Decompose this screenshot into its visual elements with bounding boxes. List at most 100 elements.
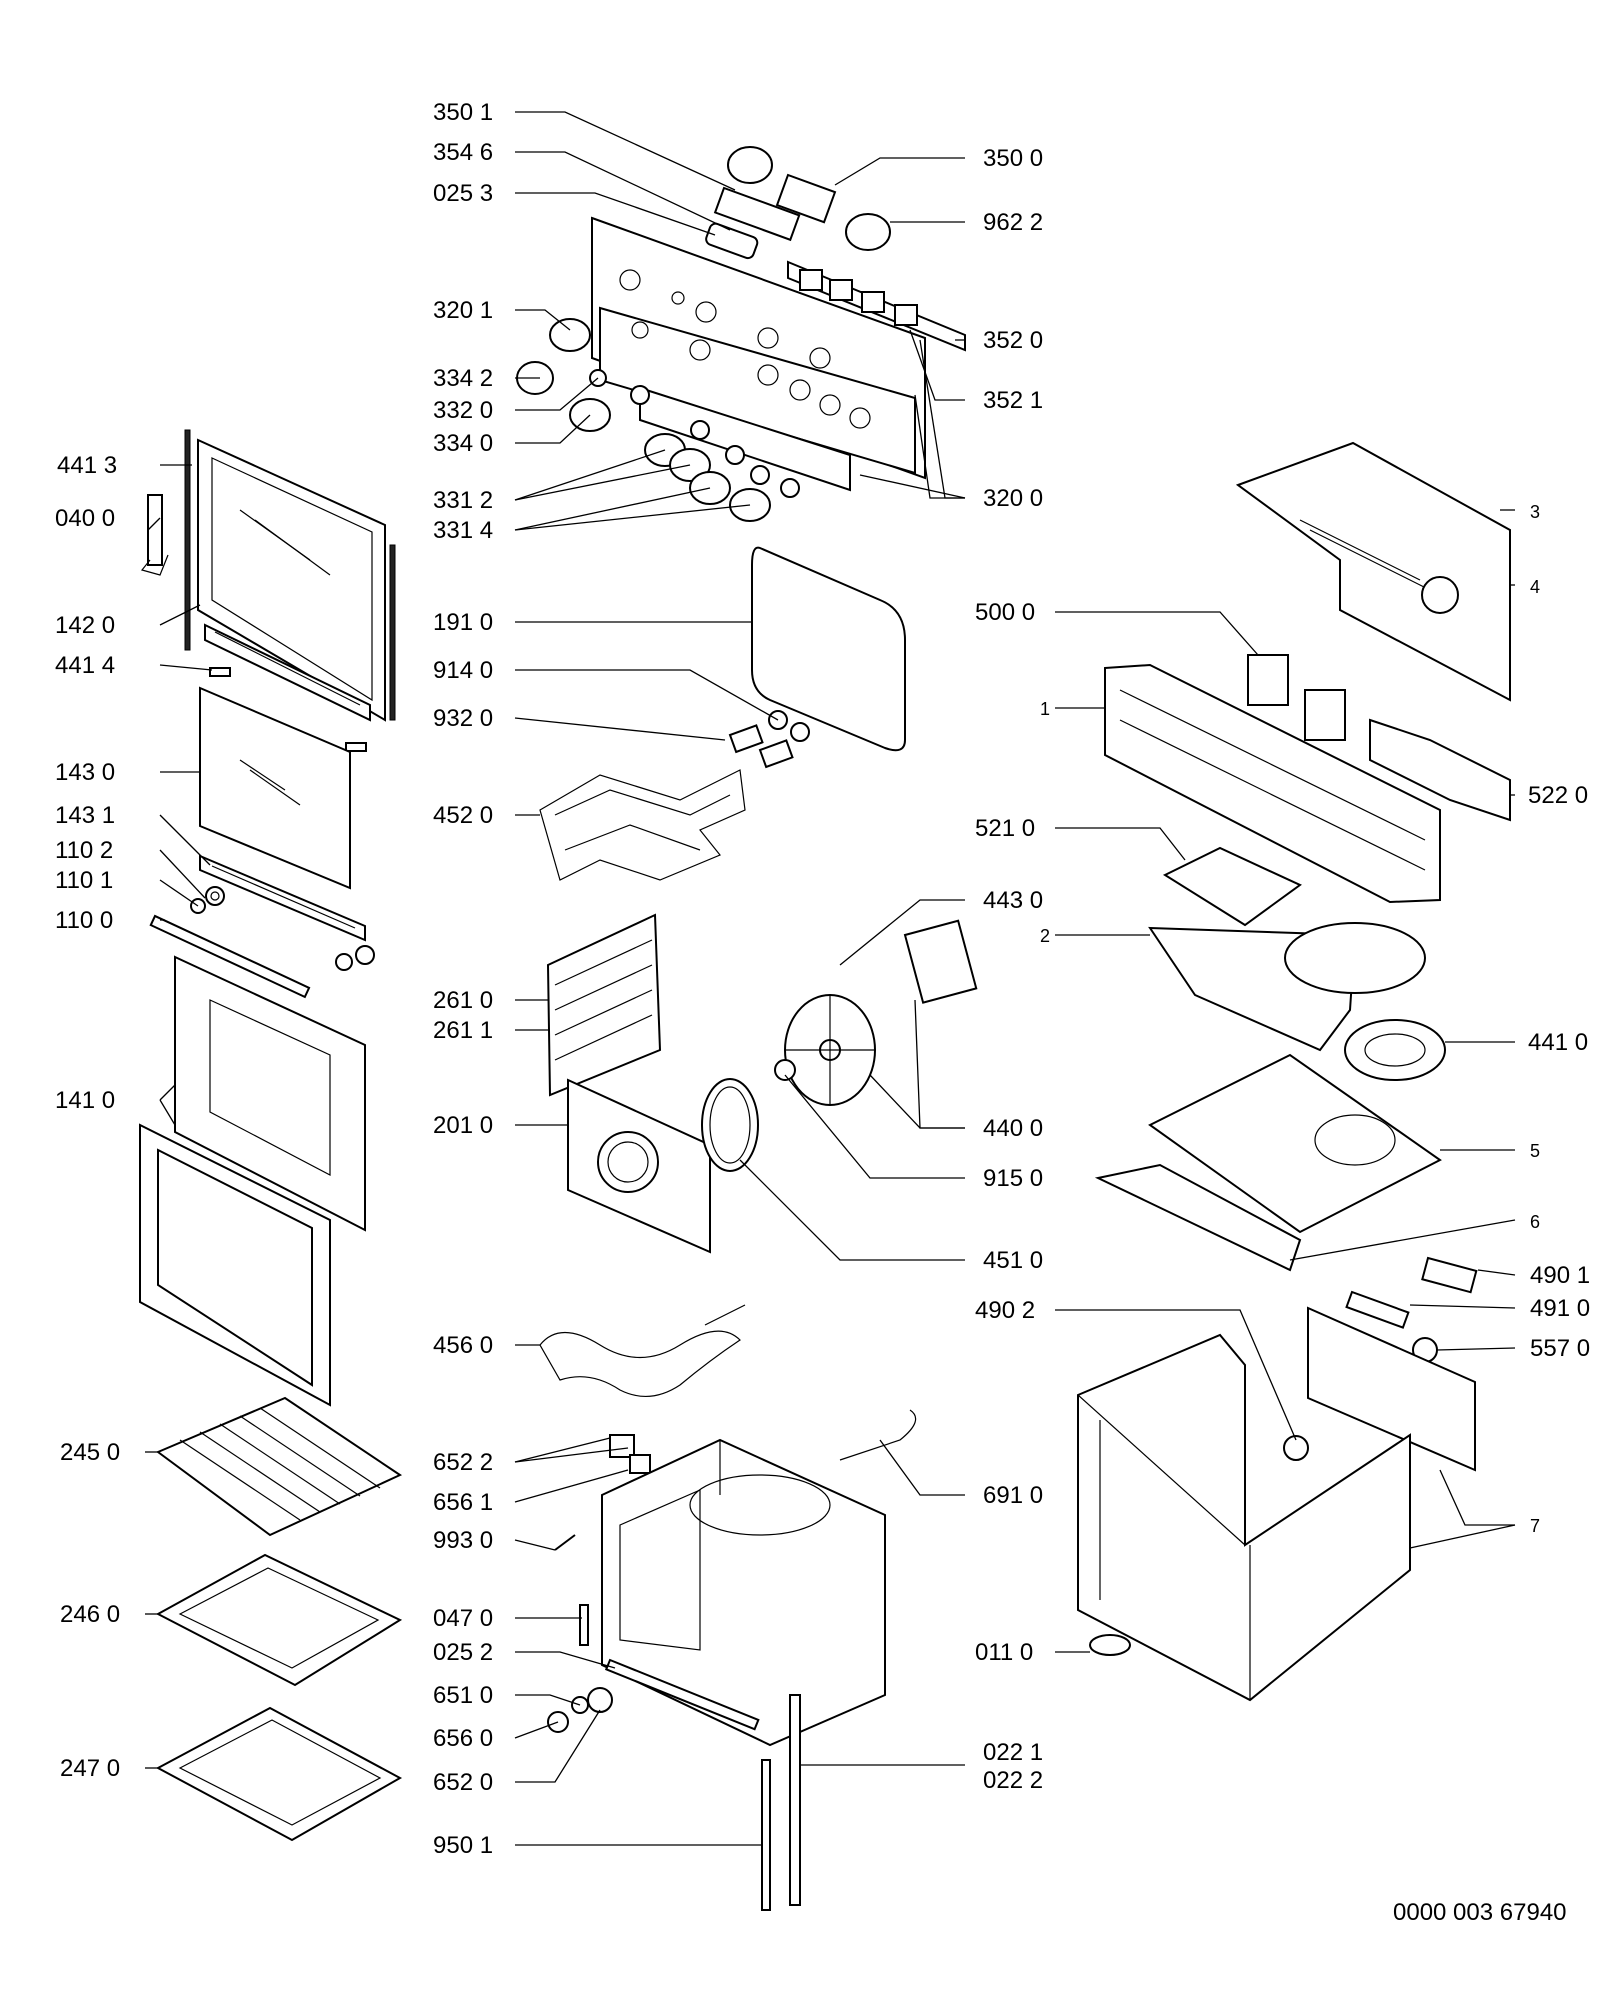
electronics-module-part [1369,718,1511,822]
spacer-part [209,667,231,677]
part-label: 022 2 [983,1767,1043,1794]
part-label: 040 0 [55,505,115,532]
left-labels: 441 3 040 0 142 0 441 4 143 0 143 1 110 … [55,452,120,1782]
display-module-part [775,173,837,224]
terminal-cover-part [1421,1256,1478,1294]
door-side-strip-right [389,544,396,721]
part-label: 246 0 [60,1601,120,1628]
part-label: 521 0 [975,815,1035,842]
part-label: 441 3 [57,452,117,479]
leader-lines [145,111,1516,1846]
part-label: 331 2 [433,487,493,514]
part-label: 350 1 [433,99,493,126]
part-label: 047 0 [433,1605,493,1632]
door-panel-part [174,955,366,1232]
part-label: 6 [1530,1212,1540,1232]
door-assembly [139,429,403,1842]
top-cover-part [1235,441,1511,702]
lamp-holder-part [728,724,764,754]
part-label: 143 0 [55,759,115,786]
glass-holder-strip-part [199,854,366,942]
cavity-front-strip-part [604,1658,760,1731]
part-label: 110 2 [55,837,113,864]
part-label: 656 0 [433,1725,493,1752]
control-panel-assembly [516,146,966,522]
part-label: 443 0 [983,887,1043,914]
part-label: 452 0 [433,802,493,829]
part-label: 915 0 [983,1165,1043,1192]
part-label: 441 0 [1528,1029,1588,1056]
base-plate-part [1094,1163,1302,1272]
temp-sensor-part [839,1409,917,1461]
part-label: 5 [1530,1141,1540,1161]
part-label: 691 0 [983,1482,1043,1509]
part-label: 440 0 [983,1115,1043,1142]
casing-assembly [1077,441,1511,1702]
part-label: 522 0 [1528,782,1588,809]
part-label: 354 6 [433,139,493,166]
part-label: 656 1 [433,1489,493,1516]
part-label: 191 0 [433,609,493,636]
part-label: 962 2 [983,209,1043,236]
part-label: 350 0 [983,145,1043,172]
cooling-fan-part [1344,1019,1446,1081]
door-handle-rod-part [149,914,311,999]
part-label: 352 0 [983,327,1043,354]
part-label: 3 [1530,502,1540,522]
part-label: 456 0 [433,1332,493,1359]
part-label: 441 4 [55,652,115,679]
ring-element-part [701,1078,759,1172]
hinge-bar-part [204,623,371,722]
part-label: 652 2 [433,1449,493,1476]
document-number: 0000 003 67940 [1393,1899,1567,1926]
part-label: 110 1 [55,867,113,894]
part-label: 320 0 [983,485,1043,512]
part-label: 142 0 [55,612,115,639]
part-label: 950 1 [433,1832,493,1859]
part-label: 2 [1040,926,1050,946]
part-label: 1 [1040,699,1050,719]
center-right-labels: 350 0 962 2 352 0 352 1 320 0 443 0 440 … [983,145,1043,1794]
fan-cover-part [567,1078,711,1254]
part-label: 332 0 [433,397,493,424]
part-label: 651 0 [433,1682,493,1709]
screw-part [554,1534,576,1551]
part-label: 110 0 [55,907,113,934]
part-label: 557 0 [1530,1335,1590,1362]
grill-element-part [539,769,746,881]
part-label: 7 [1530,1516,1540,1536]
part-label: 022 1 [983,1739,1043,1766]
part-label: 247 0 [60,1755,120,1782]
panel-back-plate-part [639,386,851,492]
part-label: 320 1 [433,297,493,324]
part-label: 245 0 [60,1439,120,1466]
part-label: 261 1 [433,1017,493,1044]
inner-glass-part [199,686,351,890]
foot-part [1089,1634,1131,1656]
grommet-part [1283,1435,1309,1461]
outer-casing-part [1077,1333,1411,1702]
wire-rack-part [156,1396,403,1537]
door-hinge-part [140,494,169,576]
side-strip-part [789,1694,801,1906]
fan-housing-part [1148,922,1426,1052]
front-frame-part [1104,663,1441,904]
baking-tray-part [155,1553,403,1687]
deep-pan-part [155,1706,403,1842]
side-rails-part [546,913,662,1097]
fan-nut-part [774,1059,796,1081]
part-label: 914 0 [433,657,493,684]
part-label: 143 1 [55,802,115,829]
part-label: 011 0 [975,1639,1033,1666]
center-left-labels: 350 1 354 6 025 3 320 1 334 2 332 0 334 … [433,99,493,1859]
part-label: 491 0 [1530,1295,1590,1322]
part-label: 352 1 [983,387,1043,414]
oven-cavity-parts [539,546,978,1911]
part-label: 652 0 [433,1769,493,1796]
display-bracket-part [713,186,801,242]
rear-panel-part [1307,1306,1476,1472]
knob-cap-part-2 [845,213,891,251]
control-board-part [1162,846,1302,927]
relay-part [1247,654,1289,706]
door-side-strip-left [184,429,191,651]
